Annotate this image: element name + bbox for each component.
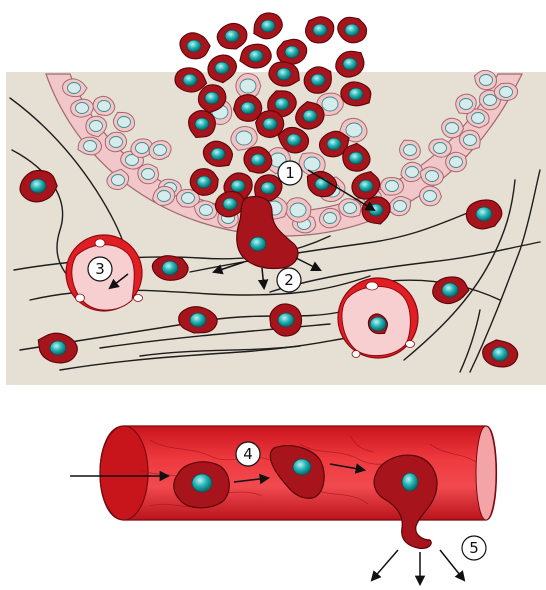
epithelial-cell [446,152,467,172]
epithelial-cell [78,137,102,155]
step-1-marker: 1 [278,161,302,185]
tumor-cell [336,51,364,77]
tumor-cell [254,13,282,39]
tumor-cell [240,44,271,68]
tumor-cell [217,23,247,49]
epithelial-cell [138,164,159,184]
step-3-label: 3 [95,260,105,278]
step-2-marker: 2 [277,268,301,292]
arrow-5a [372,550,398,580]
epithelial-cell [400,140,421,160]
tissue-panel [6,13,546,385]
tumor-cell [269,62,299,86]
tumor-cell [190,169,218,196]
epithelial-cell [339,199,361,217]
migrating-tumor-cell [270,304,302,336]
tumor-cell [305,17,333,43]
step-3-marker: 3 [88,257,112,281]
tumor-cell [180,33,210,59]
epithelial-cell [149,141,171,160]
tumor-cell [277,39,307,64]
step-5-marker: 5 [462,536,486,560]
epithelial-cell [319,208,341,227]
step-2-label: 2 [284,271,294,289]
circulating-tumor-cell-1 [174,462,230,508]
epithelial-cell [105,132,126,152]
step-1-label: 1 [285,164,295,182]
vessel-end [476,426,496,520]
epithelial-cell [113,112,134,131]
step-5-label: 5 [469,539,479,557]
tumor-cell [189,111,216,138]
arrow-5c [440,550,464,580]
tumor-cell [304,67,331,94]
epithelial-cell [456,94,477,113]
tumor-cell [234,95,262,122]
tumor-cell [175,68,207,92]
epithelial-cell [494,83,517,100]
tumor-cell [338,17,367,43]
vessel-opening [100,426,148,520]
epithelial-cell [71,99,94,117]
migrating-tumor-cell [152,256,188,281]
step-4-label: 4 [243,445,253,463]
step-4-marker: 4 [236,442,260,466]
blood-vessel-panel [70,426,497,584]
epithelial-cell [420,186,442,206]
epithelial-cell [380,177,403,195]
